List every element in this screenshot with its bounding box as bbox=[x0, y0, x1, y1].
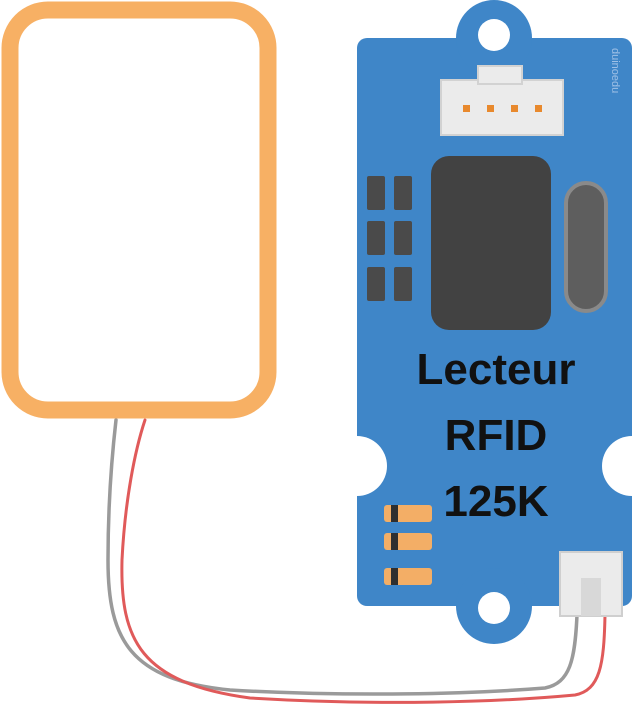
smd-pad bbox=[394, 176, 412, 210]
crystal-oscillator bbox=[564, 181, 608, 313]
wire-gray bbox=[106, 418, 579, 696]
antenna-connector-slot bbox=[581, 578, 601, 616]
smd-pads bbox=[367, 176, 412, 301]
resistor-3-band bbox=[391, 568, 398, 585]
antenna-connector bbox=[559, 551, 623, 617]
top-connector bbox=[440, 65, 564, 136]
mounting-notch-right bbox=[602, 436, 634, 496]
mounting-hole-bottom bbox=[478, 592, 510, 624]
smd-pad bbox=[367, 221, 385, 255]
connector-pin-2 bbox=[487, 105, 494, 112]
wire-red bbox=[120, 418, 607, 704]
title-line-2: RFID bbox=[445, 411, 548, 460]
brand-label: duinoedu bbox=[609, 48, 621, 93]
smd-pad bbox=[394, 267, 412, 301]
resistor-2-band bbox=[391, 533, 398, 550]
connector-pin-1 bbox=[463, 105, 470, 112]
smd-pad bbox=[394, 221, 412, 255]
connector-housing bbox=[440, 79, 564, 136]
title-line-3: 125K bbox=[443, 477, 548, 526]
mounting-notch-left bbox=[327, 436, 387, 496]
smd-pad bbox=[367, 176, 385, 210]
connector-pin-4 bbox=[535, 105, 542, 112]
rfid-antenna-coil bbox=[1, 1, 277, 419]
title-line-1: Lecteur bbox=[417, 345, 576, 394]
connector-pin-3 bbox=[511, 105, 518, 112]
resistors bbox=[384, 505, 432, 585]
resistor-1-band bbox=[391, 505, 398, 522]
smd-pad bbox=[367, 267, 385, 301]
mounting-hole-top bbox=[478, 19, 510, 51]
connector-latch bbox=[477, 65, 523, 85]
ic-chip bbox=[431, 156, 551, 330]
module-title: Lecteur RFID 125K bbox=[417, 345, 576, 526]
